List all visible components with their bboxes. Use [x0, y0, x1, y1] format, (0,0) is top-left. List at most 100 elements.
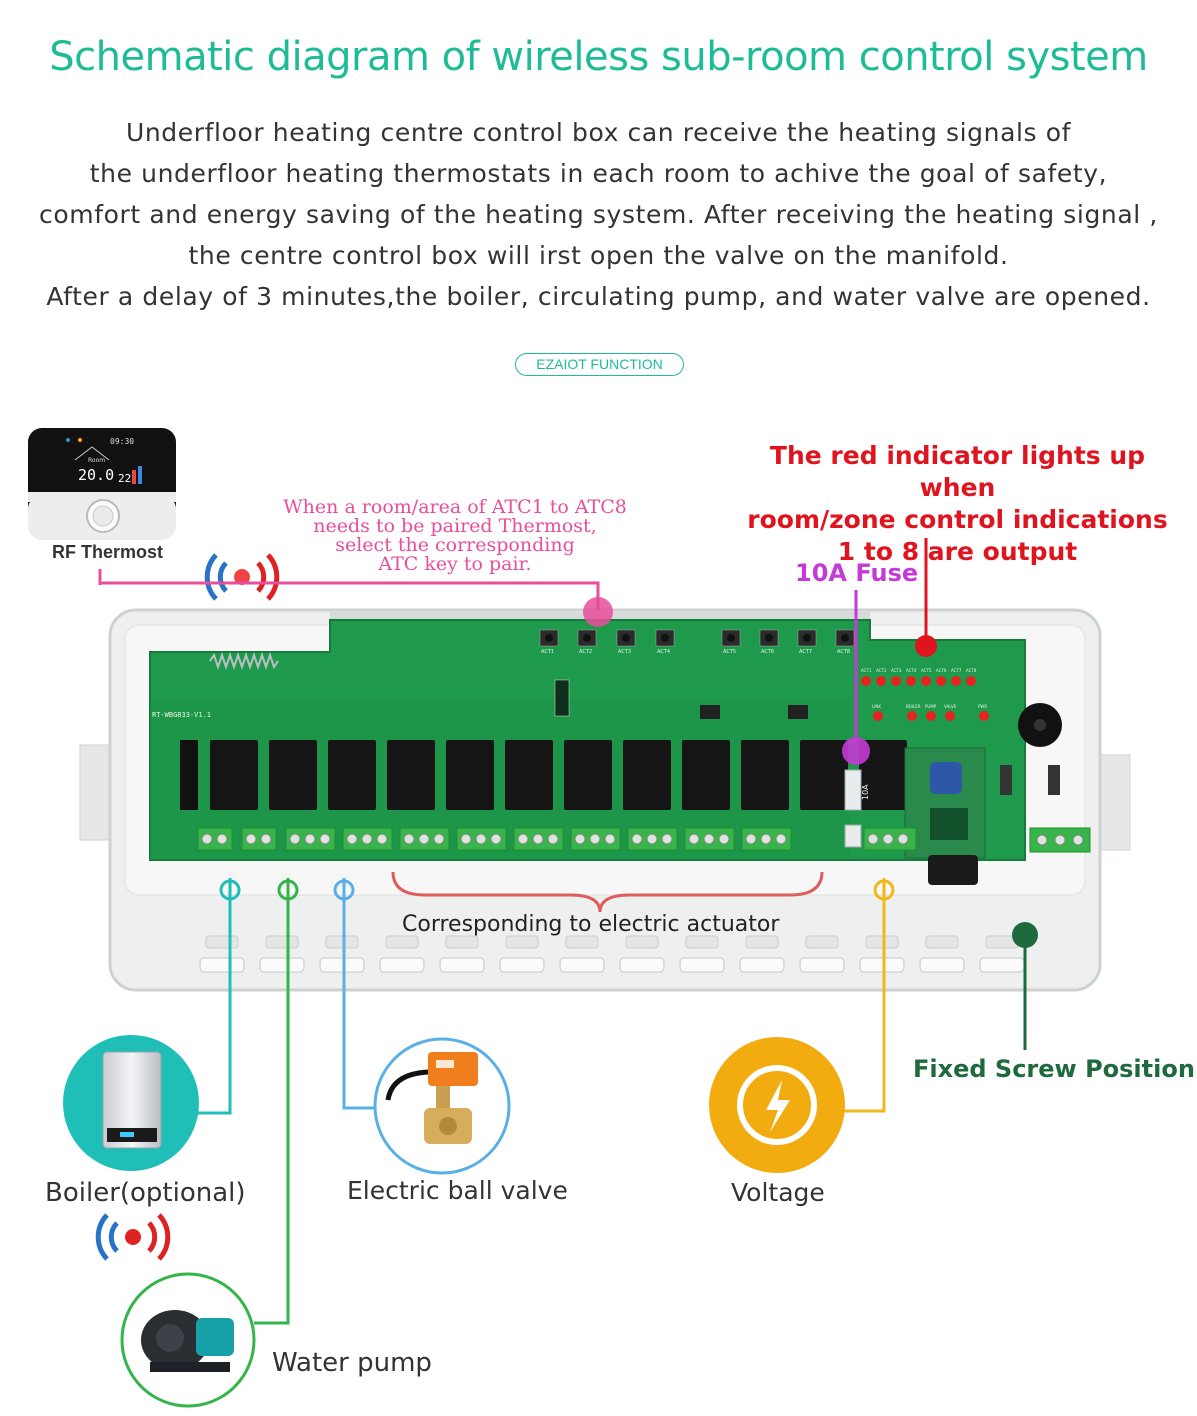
terminal-screw [745, 833, 757, 845]
status-led [979, 711, 989, 721]
terminal-screw [1072, 834, 1084, 846]
terminal-group-label: PUTE-EREE [210, 872, 243, 879]
led-label: ACT1 [861, 668, 872, 673]
rf-thermostat-device: 09:30 Room 20.0 22 [28, 428, 176, 540]
cable-clip [619, 957, 665, 973]
atc-key-cap [545, 634, 553, 642]
atc-key-cap [803, 634, 811, 642]
indicator-led [861, 676, 871, 686]
indicator-note-line: 1 to 8 are output [837, 537, 1078, 566]
cable-clip [199, 957, 245, 973]
terminal-group-label: thermostat8 [779, 872, 816, 879]
terminal-screw [661, 833, 673, 845]
actuator-bracket [391, 871, 824, 913]
terminal-screw [517, 833, 529, 845]
terminal-screw [882, 833, 894, 845]
fuse-callout-line [842, 590, 870, 765]
cable-clip-slot [505, 935, 539, 949]
voltage-connection-line [838, 878, 895, 1113]
terminal-screw [201, 833, 213, 845]
boiler-label: Boiler(optional) [45, 1178, 246, 1208]
wireless-signal-icon [204, 553, 280, 601]
terminal-screw [490, 833, 502, 845]
voltage-label: Voltage [731, 1178, 825, 1207]
cable-clip-slot [265, 935, 299, 949]
thermostat-room-text: Room [88, 457, 105, 464]
terminal-screw [646, 833, 658, 845]
cable-clip [499, 957, 545, 973]
relay [505, 740, 553, 810]
relay [564, 740, 612, 810]
thermostat-temp: 20.0 [78, 466, 114, 484]
cable-clip-slot [805, 935, 839, 949]
rf-thermostat-label: RF Thermost [52, 542, 164, 562]
atc-key-cap [727, 634, 735, 642]
actuator-label: Corresponding to electric actuator [402, 912, 780, 937]
status-led-label: BOILER [906, 704, 921, 709]
atc-key-label: ACT3 [618, 649, 631, 655]
atc-key-cap [765, 634, 773, 642]
terminal-screw [260, 833, 272, 845]
cable-clip-slot [445, 935, 479, 949]
terminal-screw [216, 833, 228, 845]
pairing-callout-line [98, 569, 613, 627]
fuse-label: 10A Fuse [795, 559, 919, 587]
relay [741, 740, 789, 810]
terminal-screw [460, 833, 472, 845]
terminal-screw [361, 833, 373, 845]
water-pump-illustration [120, 1272, 256, 1408]
terminal-screw [867, 833, 879, 845]
terminal-screw [703, 833, 715, 845]
valve-connection-line [333, 878, 376, 1110]
terminal-group-label: PUM [278, 872, 291, 879]
led-label: ACT6 [936, 668, 947, 673]
pairing-note-line: ATC key to pair. [378, 553, 532, 575]
atc-key-cap [622, 634, 630, 642]
terminal-block [197, 827, 233, 851]
atc-key-cap [841, 634, 849, 642]
cable-clip-row [199, 935, 1025, 973]
voltage-illustration [709, 1037, 845, 1173]
thermostat-set-temp: 22 [118, 472, 131, 485]
status-led [907, 711, 917, 721]
relay [387, 740, 435, 810]
atc-key-label: ACT7 [799, 649, 812, 655]
relay [269, 740, 317, 810]
ball-valve-illustration [373, 1037, 511, 1175]
terminal-screw [433, 833, 445, 845]
terminal-block-row [197, 827, 1091, 853]
terminal-group-label: thermostat3 [494, 872, 531, 879]
cable-clip-slot [625, 935, 659, 949]
cable-clip [319, 957, 365, 973]
indicator-led [951, 676, 961, 686]
status-led [945, 711, 955, 721]
cable-clip [679, 957, 725, 973]
fuse-text: 10A [861, 784, 870, 800]
indicator-led [966, 676, 976, 686]
fixed-screw-label: Fixed Screw Position [913, 1055, 1195, 1083]
atc-key-label: ACT6 [761, 649, 774, 655]
cable-clip-slot [685, 935, 719, 949]
intro-line: the centre control box will irst open th… [188, 241, 1009, 270]
terminal-screw [547, 833, 559, 845]
terminal-screw [532, 833, 544, 845]
boiler-connection-line [198, 878, 241, 1115]
function-badge: EZAIOT FUNCTION [515, 353, 684, 376]
cable-clip-slot [565, 935, 599, 949]
terminal-group-label: thermostat2 [437, 872, 474, 879]
terminal-screw [475, 833, 487, 845]
terminal-screw [688, 833, 700, 845]
cable-clip-slot [385, 935, 419, 949]
pairing-note-line: When a room/area of ATC1 to ATC8 [283, 496, 627, 518]
indicator-callout-line [915, 538, 937, 657]
atc-key-label: ACT8 [837, 649, 850, 655]
terminal-group-label: thermostat7 [722, 872, 759, 879]
cable-clip [559, 957, 605, 973]
relay [623, 740, 671, 810]
terminal-screw [1054, 834, 1066, 846]
intro-paragraph: Underfloor heating centre control box ca… [0, 112, 1197, 317]
terminal-screw [574, 833, 586, 845]
